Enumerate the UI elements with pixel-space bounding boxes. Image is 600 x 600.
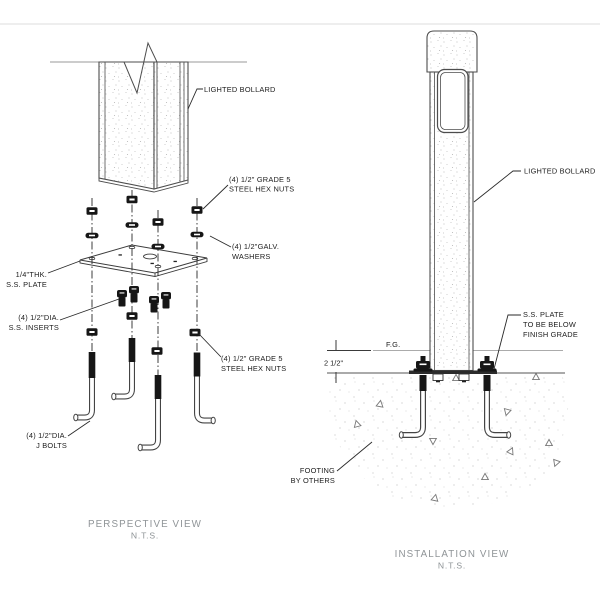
label-hex-nuts-top-1: (4) 1/2" GRADE 5 xyxy=(229,175,291,184)
label-finish-grade: F.G. xyxy=(386,340,400,349)
label-plate-note-3: FINISH GRADE xyxy=(523,330,578,339)
plate-center-hole xyxy=(143,253,157,260)
hex-nut xyxy=(151,347,163,355)
label-plate-2: S.S. PLATE xyxy=(6,280,47,289)
label-washers-1: (4) 1/2"GALV. xyxy=(232,242,279,251)
label-lighted-bollard-right: LIGHTED BOLLARD xyxy=(524,167,596,176)
plate-bolt-hole xyxy=(191,256,199,261)
installation-view-title: INSTALLATION VIEW xyxy=(395,549,510,560)
centerlines xyxy=(91,190,198,375)
label-depth-dimension: 2 1/2" xyxy=(324,359,343,368)
anchor-bolt-right xyxy=(477,356,512,439)
hex-nut xyxy=(86,328,98,336)
j-bolt xyxy=(137,375,162,452)
j-bolt xyxy=(111,338,136,401)
leader-lines-right xyxy=(336,170,521,472)
bollard-cap xyxy=(426,30,478,73)
washer xyxy=(125,222,139,228)
label-footing-1: FOOTING xyxy=(300,466,335,475)
washer xyxy=(151,243,165,250)
light-window-inner xyxy=(440,72,466,130)
j-bolt xyxy=(73,352,96,422)
light-window xyxy=(436,68,469,134)
label-washers-2: WASHERS xyxy=(232,252,271,261)
base-plate-edge xyxy=(409,370,497,374)
hex-nut xyxy=(126,312,138,320)
anchor-bolt-left xyxy=(398,356,433,439)
perspective-view: LIGHTED BOLLARD (4) 1/2" GRADE 5 STEEL H… xyxy=(6,41,294,541)
depth-dimension xyxy=(327,340,371,383)
insert xyxy=(161,292,171,309)
j-bolts xyxy=(73,338,216,452)
hex-nut xyxy=(126,195,138,204)
label-j-bolts-2: J BOLTS xyxy=(36,441,67,450)
break-line-symbol xyxy=(123,41,158,95)
perspective-view-scale: N.T.S. xyxy=(131,531,159,541)
leader-lines-left xyxy=(47,88,232,437)
hex-nut xyxy=(86,207,98,215)
insert xyxy=(129,286,139,303)
hex-nut xyxy=(191,206,203,214)
installation-view-scale: N.T.S. xyxy=(438,561,466,571)
hex-nuts-and-washers xyxy=(85,195,204,355)
washer xyxy=(85,232,99,239)
label-footing-2: BY OTHERS xyxy=(291,476,335,485)
ss-inserts xyxy=(117,286,171,313)
hex-nut xyxy=(189,328,201,337)
label-lighted-bollard-left: LIGHTED BOLLARD xyxy=(204,85,276,94)
label-inserts-2: S.S. INSERTS xyxy=(9,323,59,332)
insert xyxy=(117,290,127,307)
perspective-view-title: PERSPECTIVE VIEW xyxy=(88,519,202,530)
label-hex-nuts-bottom-1: (4) 1/2" GRADE 5 xyxy=(221,354,283,363)
label-inserts-1: (4) 1/2"DIA. xyxy=(18,313,59,322)
bollard-perspective xyxy=(98,41,189,193)
label-j-bolts-1: (4) 1/2"DIA. xyxy=(26,431,67,440)
insert xyxy=(149,296,159,313)
insert-sleeves xyxy=(432,373,470,383)
label-hex-nuts-bottom-2: STEEL HEX NUTS xyxy=(221,364,286,373)
label-plate-1: 1/4"THK. xyxy=(16,270,47,279)
label-plate-note-1: S.S. PLATE xyxy=(523,310,564,319)
label-plate-note-2: TO BE BELOW xyxy=(523,320,576,329)
bollard-elevation xyxy=(426,30,478,372)
plate-bolt-hole xyxy=(154,264,162,269)
washer xyxy=(190,231,204,238)
mounting-plate xyxy=(79,244,208,277)
hex-nut xyxy=(152,218,164,226)
installation-view: LIGHTED BOLLARD S.S. PLATE TO BE BELOW F… xyxy=(291,30,596,571)
footing-area xyxy=(327,372,570,507)
j-bolt xyxy=(193,352,216,425)
label-hex-nuts-top-2: STEEL HEX NUTS xyxy=(229,185,294,194)
